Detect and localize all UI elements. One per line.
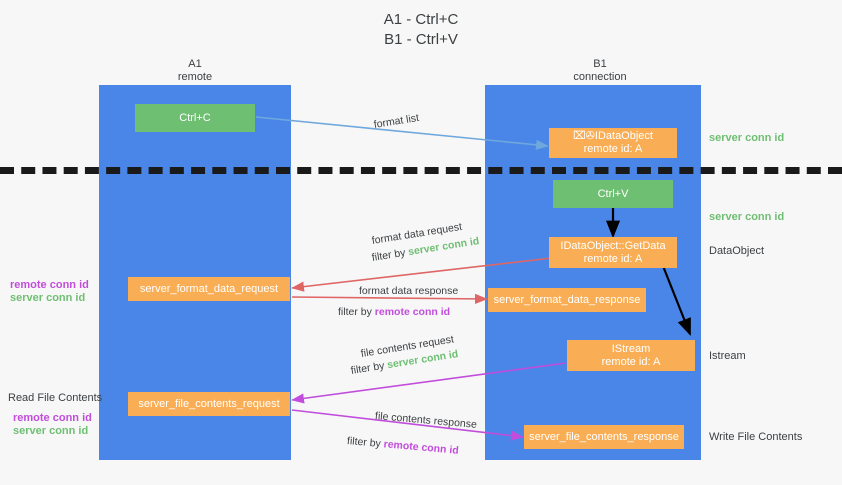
right-label-write-file-contents: Write File Contents <box>709 431 803 443</box>
node-ctrl-v[interactable]: Ctrl+V <box>553 180 673 208</box>
left-label-server-conn-id-lower: server conn id <box>13 425 89 437</box>
left-label-remote-conn-id-upper: remote conn id <box>10 279 89 291</box>
left-label-read-file-contents: Read File Contents <box>8 392 103 404</box>
left-label-remote-conn-id-lower: remote conn id <box>13 412 92 424</box>
node-istream[interactable]: IStream remote id: A <box>567 340 695 371</box>
filter-prefix: filter by <box>338 306 375 318</box>
node-server-file-contents-response[interactable]: server_file_contents_response <box>524 425 684 449</box>
edge-label-format-list: format list <box>372 111 420 131</box>
filter-prefix: filter by <box>346 435 385 451</box>
node-idataobject-getdata[interactable]: IDataObject::GetData remote id: A <box>549 237 677 268</box>
page-title: A1 - Ctrl+C B1 - Ctrl+V <box>383 11 459 48</box>
filter-value-remote-conn-id: remote conn id <box>374 306 451 318</box>
node-ctrl-c[interactable]: Ctrl+C <box>135 104 255 132</box>
filter-value-remote-conn-id: remote conn id <box>383 438 460 457</box>
lane-header-a1: A1 remote <box>177 58 213 83</box>
right-label-server-conn-id-top: server conn id <box>709 132 785 144</box>
edge-label-file-contents-response-filter: filter by remote conn id <box>346 435 460 458</box>
edge-label-format-data-response: format data response <box>359 285 459 297</box>
right-label-dataobject: DataObject <box>709 245 765 257</box>
node-server-file-contents-request[interactable]: server_file_contents_request <box>128 392 290 416</box>
node-server-format-data-response[interactable]: server_format_data_response <box>488 288 646 312</box>
lane-header-b1: B1 connection <box>573 58 627 83</box>
right-label-server-conn-id-mid: server conn id <box>709 211 785 223</box>
right-label-istream: Istream <box>709 350 746 362</box>
edge-label-format-data-response-filter: filter by remote conn id <box>338 306 450 319</box>
section-divider <box>0 167 842 174</box>
filter-prefix: filter by <box>370 246 410 264</box>
node-server-format-data-request[interactable]: server_format_data_request <box>128 277 290 301</box>
left-label-server-conn-id-upper: server conn id <box>10 292 86 304</box>
filter-prefix: filter by <box>349 359 389 377</box>
edge-label-file-contents-response: file contents response <box>374 410 478 431</box>
node-idataobject[interactable]: ⌧✇IDataObject remote id: A <box>549 128 677 158</box>
